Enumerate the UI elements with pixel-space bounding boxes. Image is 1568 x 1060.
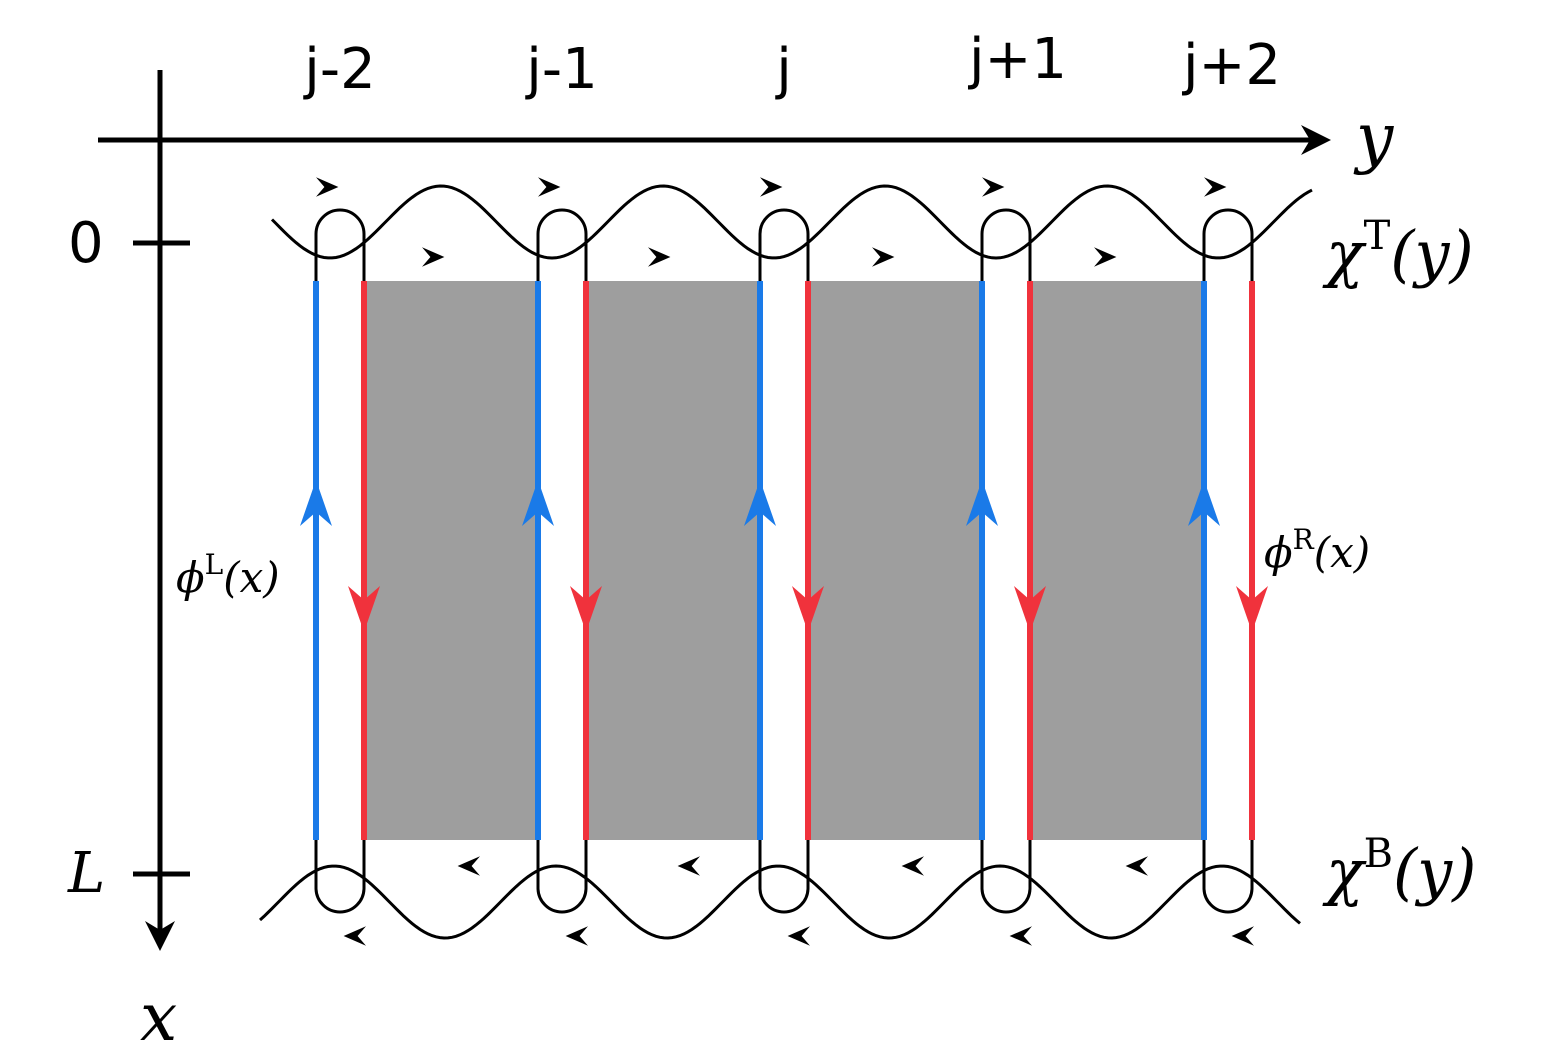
y-axis-label: y bbox=[1353, 99, 1394, 176]
chi-bottom-label: χB(y) bbox=[1322, 831, 1476, 908]
wire bbox=[522, 208, 602, 914]
bulk-region bbox=[1030, 281, 1204, 840]
up-arrow-icon bbox=[522, 480, 554, 526]
phi-left-label: ϕL(x) bbox=[176, 548, 280, 602]
x-axis-label: x bbox=[140, 979, 177, 1056]
tick-label-l: L bbox=[67, 841, 105, 906]
down-arrow-icon bbox=[1236, 586, 1268, 632]
right-arrow-icon bbox=[648, 247, 671, 267]
up-arrow-icon bbox=[1188, 480, 1220, 526]
column-label: j+2 bbox=[1181, 33, 1281, 98]
right-arrow-icon bbox=[760, 177, 783, 197]
column-index-labels: j-2 j-1 j j+1 j+2 bbox=[302, 27, 1281, 102]
column-label: j-2 bbox=[302, 37, 375, 102]
wire bbox=[1188, 208, 1268, 914]
top-boundary-wave bbox=[270, 184, 1313, 260]
right-arrow-icon bbox=[422, 247, 445, 267]
left-arrow-icon bbox=[1009, 926, 1032, 946]
wire-outline bbox=[980, 208, 1032, 914]
down-arrow-icon bbox=[348, 586, 380, 632]
left-arrow-icon bbox=[901, 856, 924, 876]
right-arrow-icon bbox=[872, 247, 895, 267]
boundary-arrows bbox=[316, 177, 1254, 946]
wire-outline bbox=[536, 208, 588, 914]
down-arrow-icon bbox=[1014, 586, 1046, 632]
left-arrow-icon bbox=[1125, 856, 1148, 876]
wire-outline bbox=[758, 208, 810, 914]
left-arrow-icon bbox=[565, 926, 588, 946]
bottom-boundary-wave bbox=[258, 864, 1301, 940]
wire-outline bbox=[314, 208, 366, 914]
up-arrow-icon bbox=[744, 480, 776, 526]
left-arrow-icon bbox=[677, 856, 700, 876]
wire bbox=[744, 208, 824, 914]
down-arrow-icon bbox=[792, 586, 824, 632]
down-arrow-icon bbox=[570, 586, 602, 632]
bulk-regions bbox=[364, 281, 1204, 840]
wires bbox=[300, 208, 1268, 914]
left-arrow-icon bbox=[1231, 926, 1254, 946]
wire-outline bbox=[1202, 208, 1254, 914]
column-label: j+1 bbox=[967, 27, 1067, 92]
bulk-region bbox=[808, 281, 982, 840]
up-arrow-icon bbox=[966, 480, 998, 526]
tick-label-zero: 0 bbox=[68, 211, 104, 276]
column-label: j bbox=[774, 37, 792, 102]
phi-right-label: ϕR(x) bbox=[1264, 523, 1370, 577]
column-label: j-1 bbox=[524, 37, 597, 102]
left-arrow-icon bbox=[343, 926, 366, 946]
right-arrow-icon bbox=[538, 177, 561, 197]
chi-top-label: χT(y) bbox=[1322, 213, 1474, 290]
up-arrow-icon bbox=[300, 480, 332, 526]
left-arrow-icon bbox=[787, 926, 810, 946]
wire bbox=[966, 208, 1046, 914]
right-arrow-icon bbox=[316, 177, 339, 197]
left-arrow-icon bbox=[457, 856, 480, 876]
wire bbox=[300, 208, 380, 914]
right-arrow-icon bbox=[1204, 177, 1227, 197]
bulk-region bbox=[586, 281, 760, 840]
bulk-region bbox=[364, 281, 538, 840]
right-arrow-icon bbox=[982, 177, 1005, 197]
right-arrow-icon bbox=[1094, 247, 1117, 267]
